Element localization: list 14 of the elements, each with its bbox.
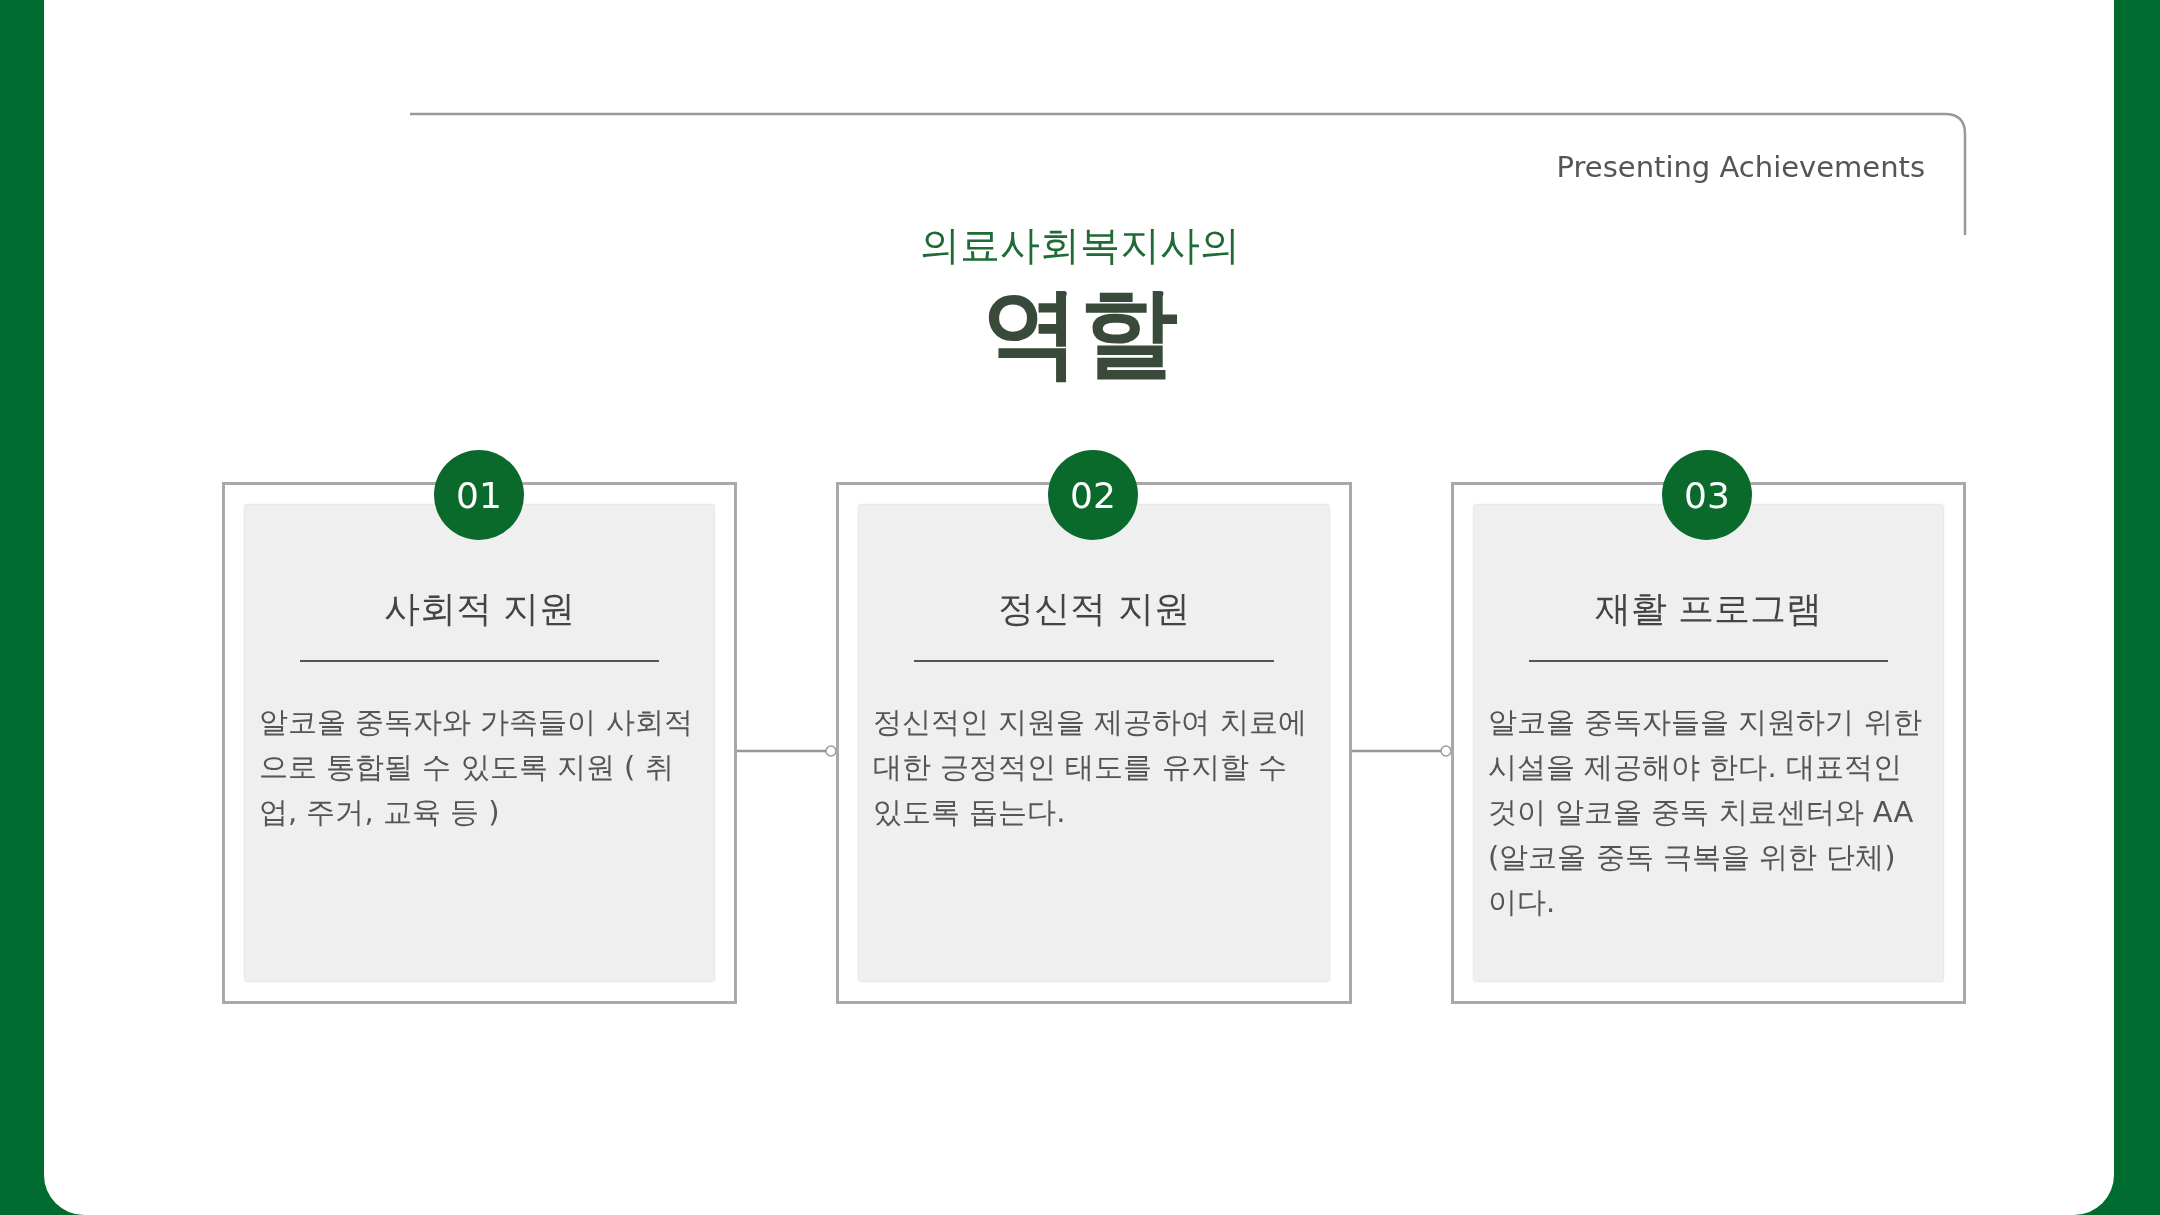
subheading-text: Presenting Achievements [1556,150,1925,184]
card-text: 알코올 중독자와 가족들이 사회적으로 통합될 수 있도록 지원 ( 취업, 주거, 교육 등 ) [259,704,694,831]
card-frame [222,482,737,1004]
card-heading: 재활 프로그램 [1593,587,1824,631]
card-frame [836,482,1352,1004]
title-text: 역할 [981,274,1179,391]
card-heading: 정신적 지원 [997,587,1191,631]
card-frame [1451,482,1966,1004]
connector-line [1352,745,1452,757]
card-text: 알코올 중독자들을 지원하기 위한 시설을 제공해야 한다. 대표적인 것이 알코올 중독 치료센터와 AA (알코올 중독 극복을 위한 단체)이다. [1488,704,1923,921]
connector-line [737,745,837,757]
title-prefix-text: 의료사회복지사의 [919,221,1241,270]
card-text: 정신적인 지원을 제공하여 치료에 대한 긍정적인 태도를 유지할 수 있도록 돕는다. [873,704,1308,831]
card-heading: 사회적 지원 [382,587,577,631]
